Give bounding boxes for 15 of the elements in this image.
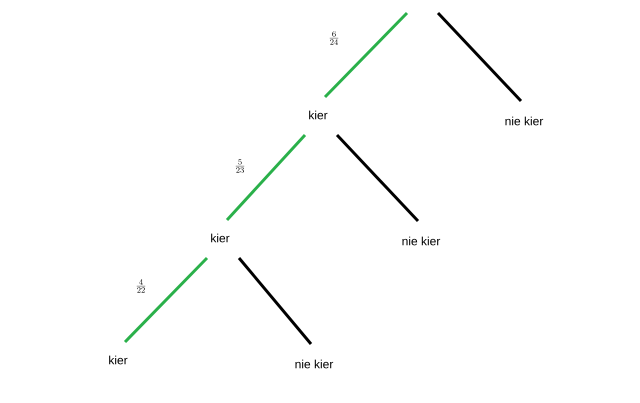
outcome-label: kier [309, 110, 328, 120]
branch-line [336, 134, 420, 222]
probability-fraction: $\frac{6}{24}$ [330, 31, 338, 45]
branch-line [226, 134, 306, 221]
probability-fraction: $\frac{5}{23}$ [236, 159, 244, 173]
branch-line [324, 12, 408, 98]
branch-line [124, 256, 208, 344]
outcome-label: nie kier [402, 236, 440, 246]
branch-line [238, 257, 312, 345]
outcome-label: nie kier [505, 116, 544, 126]
branch-line [436, 12, 522, 102]
probability-fraction: $\frac{4}{22}$ [136, 279, 146, 293]
outcome-label: kier [211, 234, 230, 242]
outcome-label: kier [109, 356, 128, 364]
outcome-label: nie kier [295, 360, 334, 368]
